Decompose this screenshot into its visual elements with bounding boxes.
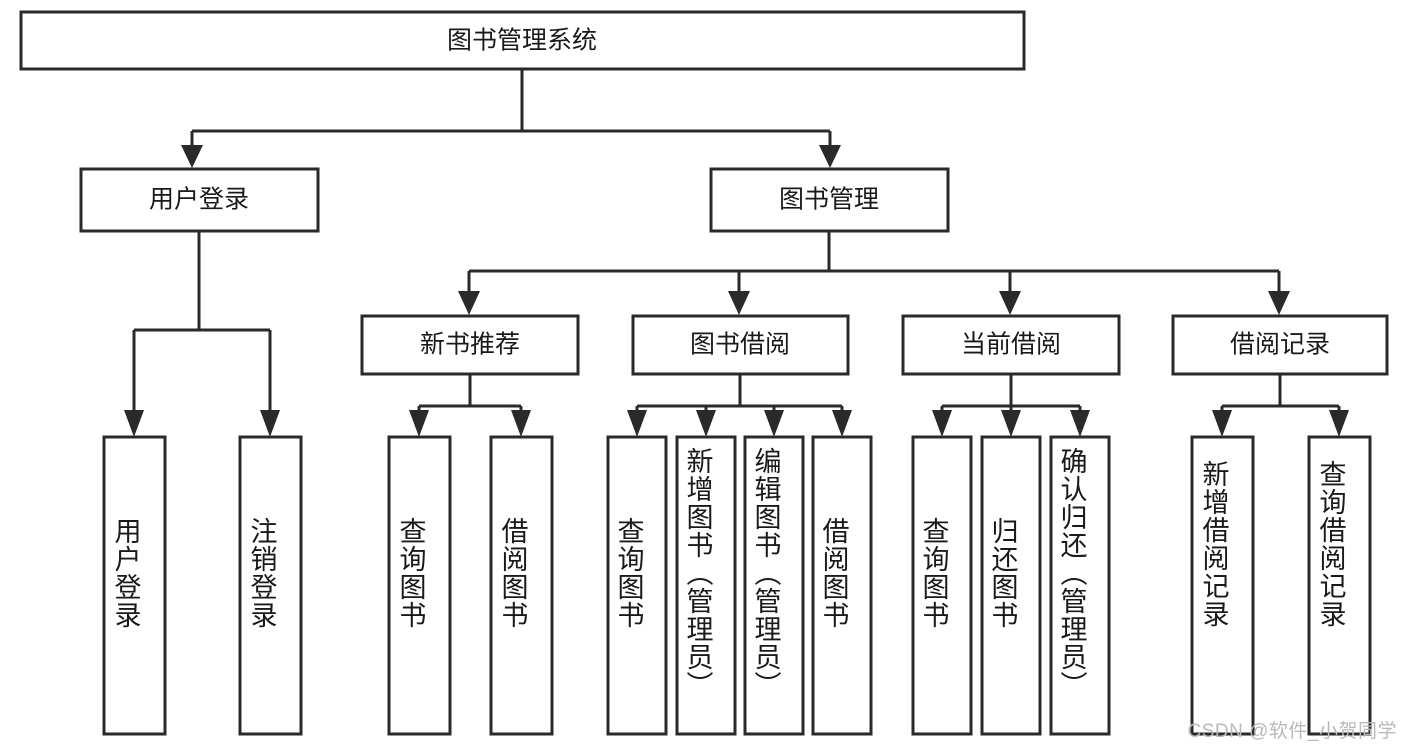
node-root[interactable]: 图书管理系统 <box>19 10 1026 71</box>
leaf-box-user-login-0[interactable] <box>102 435 167 736</box>
leaf-box-borrow-records-0[interactable] <box>1190 435 1255 736</box>
leaf-box-user-login-1[interactable] <box>238 435 303 736</box>
node-book-borrow[interactable]: 图书借阅 <box>631 314 850 376</box>
leaf-box-book-borrow-2[interactable] <box>743 435 805 736</box>
node-book-manage[interactable]: 图书管理 <box>709 167 950 233</box>
connector-user-login-leaves <box>124 231 280 437</box>
user-login-box[interactable] <box>79 167 320 233</box>
connector-root-bus <box>181 69 841 168</box>
leaf-box-current-borrow-2[interactable] <box>1049 435 1111 736</box>
leaf-box-book-borrow-3[interactable] <box>811 435 873 736</box>
node-borrow-records[interactable]: 借阅记录 <box>1171 314 1389 376</box>
leaf-box-borrow-records-1[interactable] <box>1307 435 1372 736</box>
node-user-login[interactable]: 用户登录 <box>79 167 320 233</box>
connector-borrow-records-leaves <box>1212 374 1349 437</box>
user-login-label: 用户登录 <box>149 186 249 214</box>
new-book-recommend-label: 新书推荐 <box>420 331 520 359</box>
leaf-box-book-borrow-1[interactable] <box>675 435 737 736</box>
current-borrow-label: 当前借阅 <box>961 331 1061 359</box>
book-borrow-label: 图书借阅 <box>690 331 790 359</box>
current-borrow-box[interactable] <box>901 314 1121 376</box>
connector-book-manage-bus <box>458 231 1290 315</box>
node-new-book-recommend[interactable]: 新书推荐 <box>360 314 580 376</box>
new-book-recommend-box[interactable] <box>360 314 580 376</box>
leaf-box-book-borrow-0[interactable] <box>606 435 668 736</box>
connector-current-borrow-leaves <box>932 374 1090 437</box>
arrow-to-user-login <box>181 145 203 168</box>
leaf-box-new-book-1[interactable] <box>489 435 554 736</box>
node-current-borrow[interactable]: 当前借阅 <box>901 314 1121 376</box>
book-manage-label: 图书管理 <box>779 186 879 214</box>
connector-new-book-leaves <box>409 374 531 437</box>
leaf-box-current-borrow-0[interactable] <box>911 435 973 736</box>
borrow-records-label: 借阅记录 <box>1230 331 1330 359</box>
root-box[interactable] <box>19 10 1026 71</box>
leaf-box-current-borrow-1[interactable] <box>980 435 1042 736</box>
root-label: 图书管理系统 <box>447 27 597 55</box>
arrow-to-book-manage <box>819 145 841 168</box>
connector-book-borrow-leaves <box>627 374 852 437</box>
csdn-watermark: CSDN @软件_小贺同学 <box>1187 721 1397 742</box>
leaf-box-new-book-0[interactable] <box>387 435 452 736</box>
